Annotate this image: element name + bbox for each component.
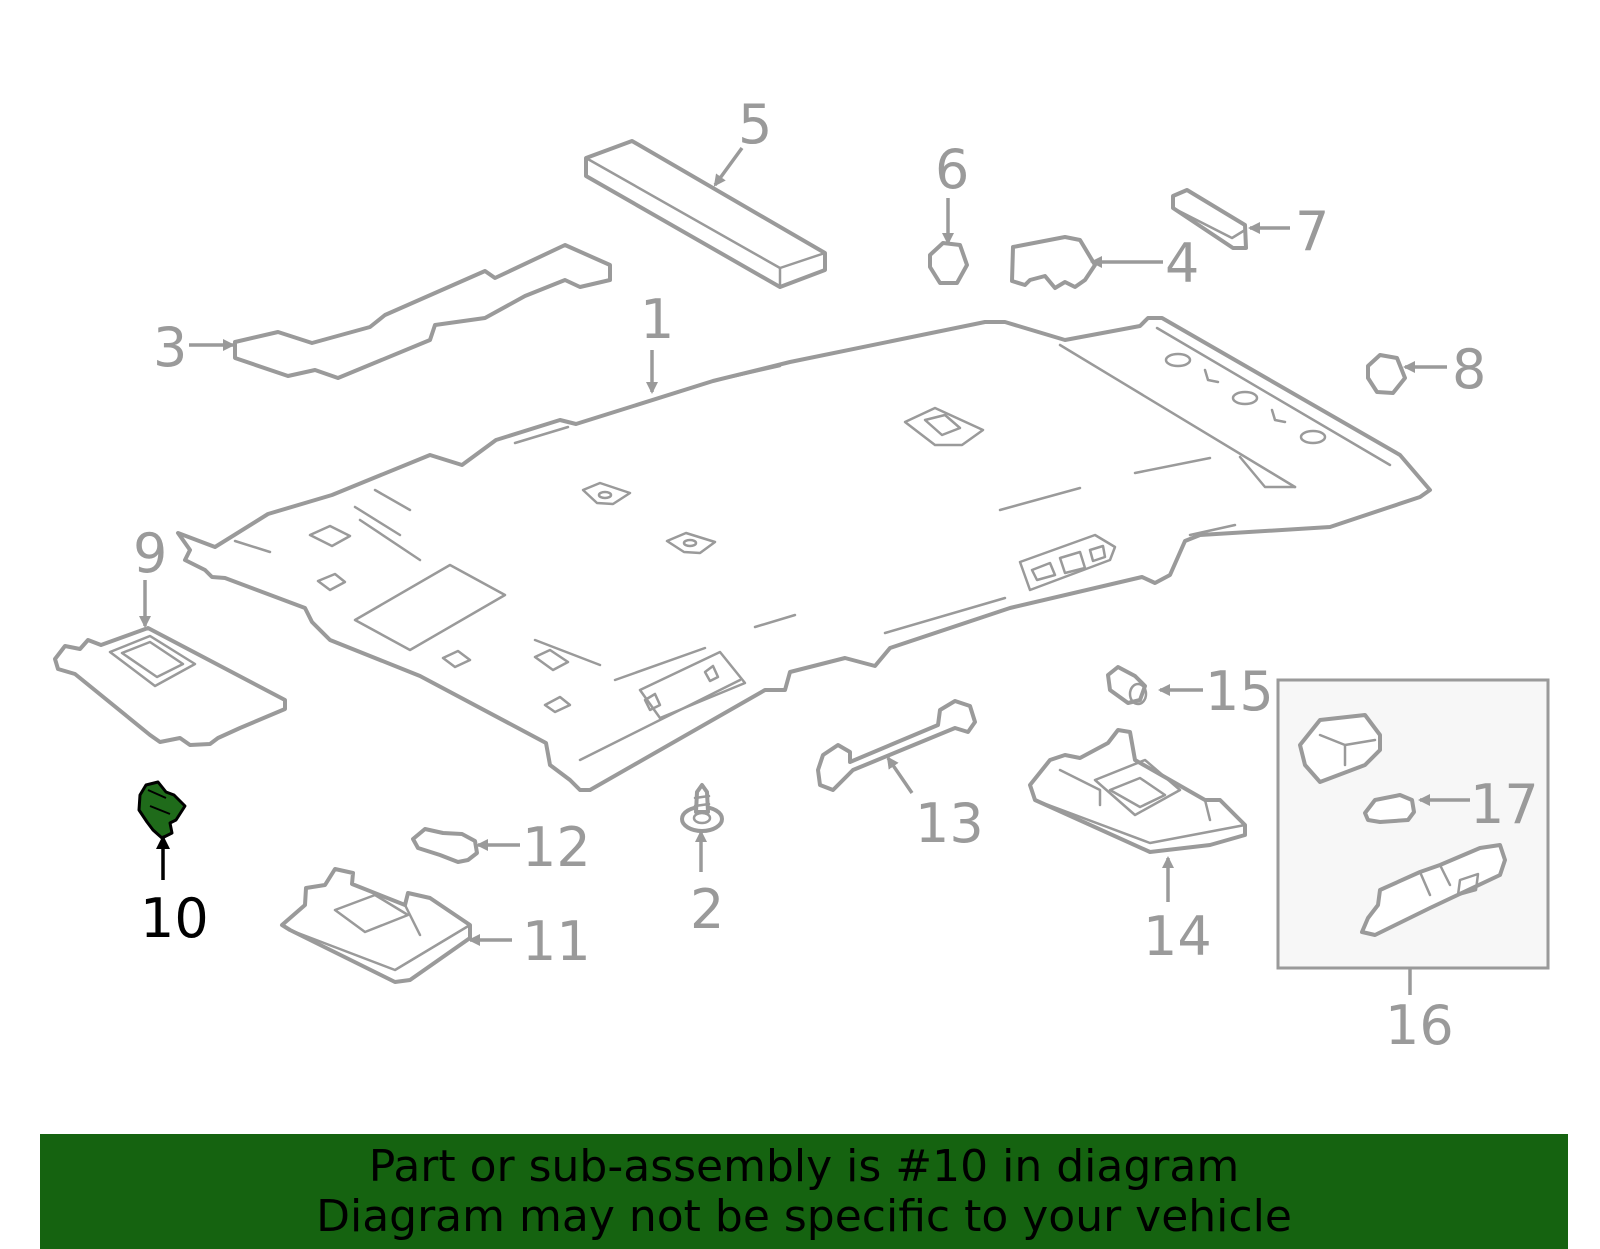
part-7-block[interactable] (1171, 188, 1248, 250)
part-4-clip[interactable] (1010, 235, 1097, 290)
part-1-headliner[interactable] (176, 316, 1432, 792)
callout-2: 2 (690, 878, 724, 941)
part-15-socket[interactable] (1106, 665, 1148, 706)
part-16-housing[interactable] (1360, 843, 1507, 937)
part-3-rail[interactable] (233, 243, 612, 380)
callout-3: 3 (153, 316, 187, 379)
part-12-bulb[interactable] (411, 827, 479, 864)
callout-9: 9 (133, 522, 167, 585)
callout-5: 5 (738, 93, 772, 156)
part-9-sun-visor[interactable] (53, 626, 287, 747)
leader-lines (139, 146, 1470, 995)
callout-16: 16 (1385, 994, 1454, 1057)
callout-11: 11 (522, 910, 591, 973)
callout-7: 7 (1295, 200, 1329, 263)
callout-labels: 1 2 3 4 5 6 7 8 9 10 11 12 13 14 15 16 1… (133, 93, 1539, 1057)
part-17-bulb[interactable] (1363, 793, 1416, 824)
callout-14: 14 (1143, 905, 1212, 968)
part-10-clip[interactable] (137, 780, 187, 840)
part-13-bracket[interactable] (816, 699, 977, 792)
callout-1: 1 (640, 288, 674, 351)
callout-17: 17 (1470, 773, 1539, 836)
part-6-clip[interactable] (928, 241, 969, 285)
part-17-lens[interactable] (1298, 713, 1382, 784)
banner-line-1: Part or sub-assembly is #10 in diagram (368, 1140, 1240, 1192)
part-16-kit[interactable] (1276, 678, 1550, 970)
info-banner: Part or sub-assembly is #10 in diagram D… (40, 1134, 1568, 1249)
part-11-lamp[interactable] (280, 867, 472, 984)
part-5-bar[interactable] (584, 139, 827, 289)
part-2-screw[interactable] (680, 783, 724, 833)
callout-12: 12 (522, 816, 591, 879)
callout-10: 10 (140, 887, 209, 950)
part-14-console[interactable] (1028, 728, 1247, 854)
callout-13: 13 (915, 792, 984, 855)
banner-line-2: Diagram may not be specific to your vehi… (316, 1190, 1292, 1242)
part-8-clip[interactable] (1366, 353, 1407, 395)
callout-6: 6 (935, 138, 969, 201)
callout-4: 4 (1165, 232, 1199, 295)
callout-15: 15 (1205, 660, 1274, 723)
callout-8: 8 (1452, 338, 1486, 401)
